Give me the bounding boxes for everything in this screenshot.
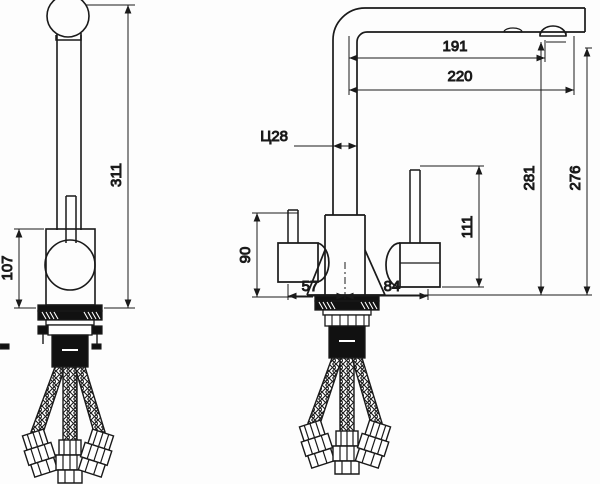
- side-handle-stem: [287, 209, 299, 243]
- hose-fittings-front: [298, 419, 392, 475]
- hose-centre-front: [339, 357, 355, 439]
- aerator-dome: [539, 25, 567, 37]
- main-handle-stem: [409, 169, 421, 243]
- dimension-57: 57: [287, 262, 346, 300]
- base-plate-side: [37, 304, 103, 312]
- dimension-111: 111: [420, 165, 484, 288]
- hose-fittings-side: [21, 428, 115, 484]
- dimension-90: 90: [237, 212, 313, 298]
- dimension-107: 107: [0, 228, 44, 309]
- spout-end-circle: [46, 0, 90, 38]
- washer-front: [322, 309, 372, 316]
- dimension-220: 220: [348, 36, 575, 95]
- dimension-281: 281: [383, 41, 566, 296]
- knurl-marks-front: [318, 301, 378, 310]
- dimension-311-label: 311: [108, 163, 125, 187]
- dimension-84-label: 84: [384, 278, 401, 295]
- dimension-311: 311: [86, 4, 135, 309]
- braided-hoses-front: [307, 357, 383, 439]
- dimension-191: 191: [348, 36, 546, 62]
- dimension-276-label: 276: [567, 165, 584, 190]
- wing-right-side: [91, 325, 103, 335]
- braided-hoses-side: [30, 366, 106, 448]
- dimension-84: 84: [345, 278, 429, 300]
- dimension-281-label: 281: [521, 165, 538, 190]
- wing-foot-right-side: [91, 343, 102, 350]
- dimension-220-label: 220: [447, 68, 472, 85]
- handle-lever-side: [65, 195, 77, 243]
- main-handle-cap: [385, 242, 401, 288]
- main-handle-body: [399, 242, 441, 288]
- dimension-90-label: 90: [237, 247, 254, 264]
- front-view: [277, 7, 586, 475]
- side-handle-cap: [317, 242, 330, 283]
- hexnut2-centre-front: [334, 460, 360, 475]
- manifold-block-side: [51, 334, 89, 368]
- hose-right-front: [351, 357, 383, 428]
- spout-inner-profile: [356, 31, 585, 215]
- wing-left-side: [37, 325, 49, 335]
- dimension-111-label: 111: [459, 216, 476, 239]
- body-shoulder-right: [364, 249, 386, 296]
- wing-foot-left-side: [0, 343, 10, 350]
- spout-outer-profile: [332, 7, 585, 215]
- wing-stems-side: [42, 334, 98, 344]
- side-view: [0, 0, 115, 484]
- spout-seam: [503, 27, 523, 33]
- washer-side: [45, 319, 95, 326]
- dimension-57-label: 57: [302, 278, 319, 295]
- dimension-107-label: 107: [0, 255, 16, 280]
- knurl-marks-side: [41, 311, 101, 320]
- body-circle-side: [44, 239, 96, 291]
- hose-centre-side: [62, 366, 78, 448]
- dimension-phi28-label: Ц28: [260, 128, 288, 145]
- dimension-276: 276: [546, 47, 592, 296]
- hose-right-side: [74, 366, 106, 437]
- body-shoulder-left: [306, 249, 326, 296]
- dimension-191-label: 191: [442, 38, 467, 55]
- shank-nut-side: [47, 324, 93, 336]
- thread-marks-front: [331, 315, 365, 326]
- dimension-phi28: Ц28: [260, 128, 357, 150]
- hexnut2-centre-side: [57, 469, 83, 484]
